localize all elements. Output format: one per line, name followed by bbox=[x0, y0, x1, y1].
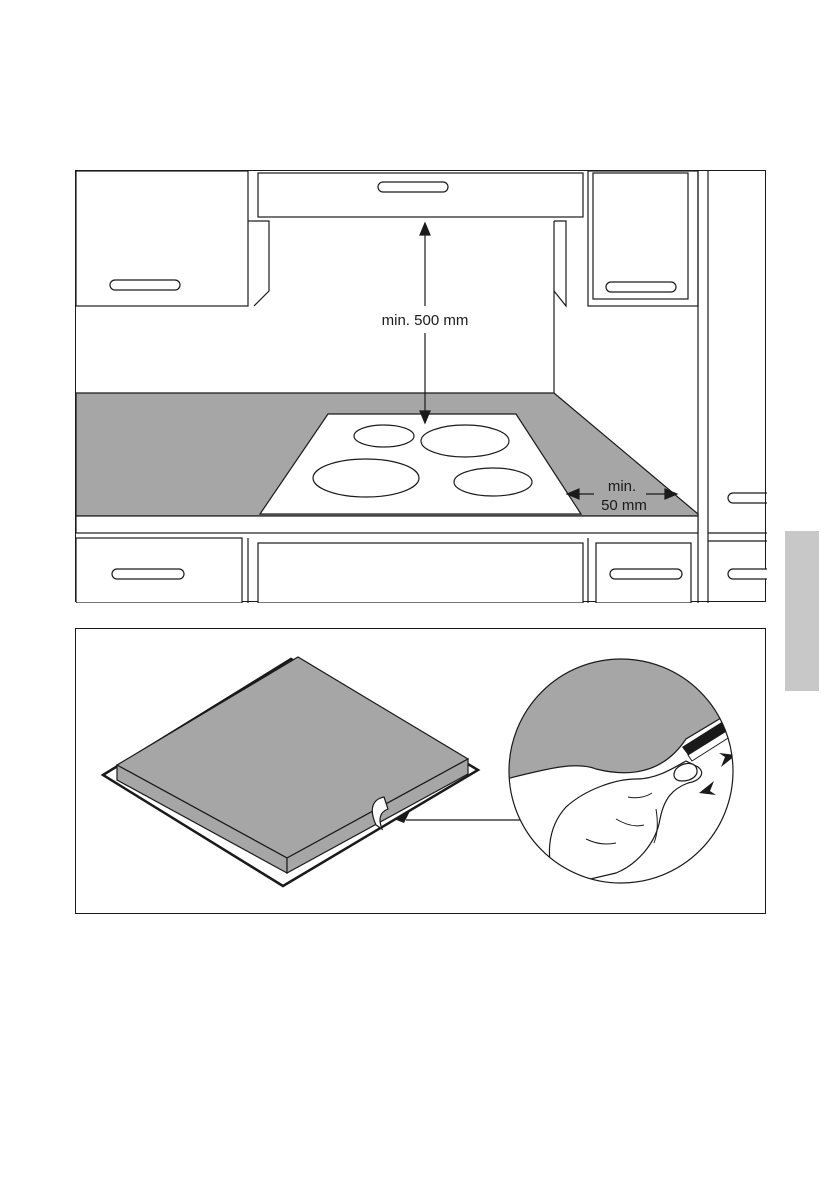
right-wall-cabinet bbox=[588, 171, 698, 306]
side-clearance-label-line1: min. bbox=[608, 478, 636, 495]
seal-application-illustration bbox=[76, 629, 767, 915]
base-cabinet-center bbox=[258, 543, 583, 603]
hob-top bbox=[117, 657, 468, 858]
height-clearance-label: min. 500 mm bbox=[382, 312, 469, 329]
detail-magnifier bbox=[506, 649, 736, 887]
left-wall-cabinet bbox=[76, 171, 248, 306]
base-handle bbox=[610, 569, 682, 579]
tall-cabinet-handle bbox=[728, 493, 767, 503]
worktop-edge bbox=[76, 516, 698, 533]
kitchen-illustration: min. 500 mm min. 50 mm bbox=[76, 171, 767, 603]
side-clearance-label-line2: 50 mm bbox=[601, 497, 647, 514]
seal-strip-figure bbox=[75, 628, 766, 914]
base-handle bbox=[728, 569, 767, 579]
base-handle bbox=[112, 569, 184, 579]
section-thumb-tab bbox=[785, 531, 819, 691]
installation-clearance-figure: min. 500 mm min. 50 mm bbox=[75, 170, 766, 602]
hood-cabinet bbox=[258, 173, 583, 217]
